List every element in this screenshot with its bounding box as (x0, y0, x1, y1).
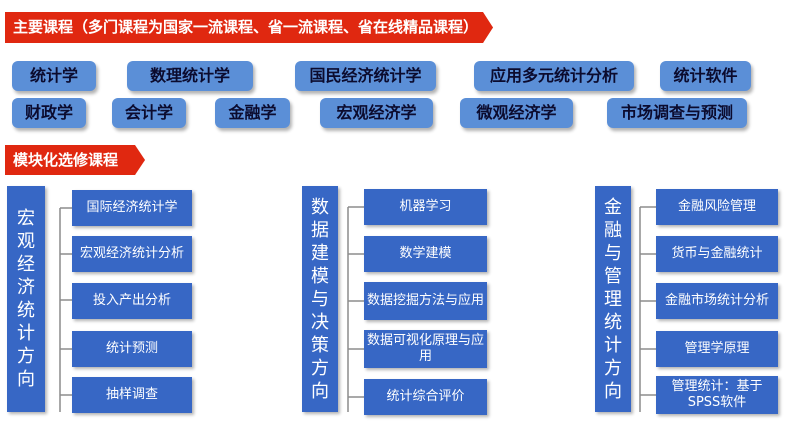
module-item: 金融市场统计分析 (656, 283, 778, 319)
course-accounting: 会计学 (112, 98, 186, 128)
module-title-char: 管 (604, 265, 622, 287)
module-title-char: 统 (604, 311, 622, 333)
module-title-char: 与 (311, 288, 329, 310)
module-item: 抽样调查 (72, 377, 192, 413)
module-title-char: 向 (311, 380, 329, 402)
module-item: 金融风险管理 (656, 189, 778, 225)
module-data-modeling-decision: 数 据 建 模 与 决 策 方 向 (302, 186, 338, 412)
course-macroeconomics: 宏观经济学 (320, 98, 433, 128)
module-title-char: 方 (604, 357, 622, 379)
course-finance: 金融学 (215, 98, 290, 128)
module-item: 数据挖掘方法与应用 (364, 282, 487, 320)
module-item: 数学建模 (364, 236, 487, 272)
module-title-char: 融 (604, 219, 622, 241)
main-courses-banner: 主要课程（多门课程为国家一流课程、省一流课程、省在线精品课程） (5, 12, 493, 43)
module-title-char: 济 (17, 277, 35, 298)
module-item: 管理统计：基于SPSS软件 (656, 376, 778, 414)
module-title-char: 数 (311, 196, 329, 218)
module-title-char: 据 (311, 219, 329, 241)
module-item: 宏观经济统计分析 (72, 236, 192, 272)
course-statistical-software: 统计软件 (660, 61, 751, 91)
module-title-char: 统 (17, 300, 35, 321)
course-statistics: 统计学 (12, 61, 96, 91)
module-title-char: 宏 (17, 208, 35, 229)
module-item: 统计预测 (72, 331, 192, 367)
module-title-char: 建 (311, 242, 329, 264)
module-title-char: 经 (17, 254, 35, 275)
elective-modules-banner: 模块化选修课程 (5, 145, 145, 175)
course-applied-multivariate-statistics: 应用多元统计分析 (474, 61, 634, 91)
module-title-char: 方 (17, 346, 35, 367)
module-item: 数据可视化原理与应用 (364, 330, 487, 368)
module-item: 国际经济统计学 (72, 190, 192, 226)
module-macro-economic-statistics: 宏 观 经 济 统 计 方 向 (7, 186, 45, 412)
module-finance-management-statistics: 金 融 与 管 理 统 计 方 向 (595, 186, 631, 412)
module-title-char: 策 (311, 334, 329, 356)
course-mathematical-statistics: 数理统计学 (127, 61, 253, 91)
module-item: 管理学原理 (656, 331, 778, 367)
module-title-char: 与 (604, 242, 622, 264)
module-title-char: 计 (604, 334, 622, 356)
course-microeconomics: 微观经济学 (460, 98, 573, 128)
module-title-char: 观 (17, 231, 35, 252)
course-public-finance: 财政学 (12, 98, 86, 128)
course-national-economic-statistics: 国民经济统计学 (295, 61, 436, 91)
module-title-char: 方 (311, 357, 329, 379)
course-market-research-forecasting: 市场调查与预测 (607, 98, 747, 128)
module-item: 货币与金融统计 (656, 236, 778, 272)
module-title-char: 理 (604, 288, 622, 310)
module-title-char: 向 (17, 369, 35, 390)
module-title-char: 向 (604, 380, 622, 402)
module-item: 统计综合评价 (364, 379, 487, 415)
module-title-char: 模 (311, 265, 329, 287)
module-title-char: 计 (17, 323, 35, 344)
module-item: 投入产出分析 (72, 283, 192, 319)
module-item: 机器学习 (364, 189, 487, 225)
module-title-char: 金 (604, 196, 622, 218)
module-title-char: 决 (311, 311, 329, 333)
